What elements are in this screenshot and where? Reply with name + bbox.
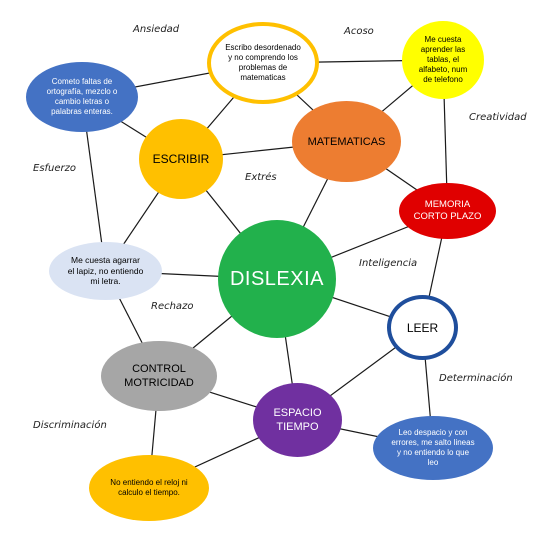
node-escribo-desordenado: Escribo desordenado y no comprendo los p… xyxy=(207,22,319,104)
keyword-determinacion: Determinación xyxy=(439,373,513,384)
node-faltas-ortografia-label: Cometo faltas de ortografía, mezclo o ca… xyxy=(46,77,118,116)
node-memoria-label: MEMORIA CORTO PLAZO xyxy=(413,199,482,222)
node-escribo-desordenado-label: Escribo desordenado y no comprendo los p… xyxy=(225,43,301,82)
node-leer-label: LEER xyxy=(406,320,439,335)
node-memoria-corto-plazo: MEMORIA CORTO PLAZO xyxy=(399,183,496,239)
node-escribir-label: ESCRIBIR xyxy=(152,152,210,166)
node-reloj: No entiendo el reloj ni calculo el tiemp… xyxy=(89,455,209,521)
node-escribir: ESCRIBIR xyxy=(139,119,223,199)
keyword-esfuerzo: Esfuerzo xyxy=(33,163,77,174)
node-reloj-label: No entiendo el reloj ni calculo el tiemp… xyxy=(110,478,188,497)
node-agarrar-lapiz: Me cuesta agarrar el lapiz, no entiendo … xyxy=(49,242,162,300)
node-agarrar-lapiz-label: Me cuesta agarrar el lapiz, no entiendo … xyxy=(67,255,144,287)
keyword-rechazo: Rechazo xyxy=(151,301,194,312)
node-control-motricidad: CONTROL MOTRICIDAD xyxy=(101,341,217,411)
keyword-ansiedad: Ansiedad xyxy=(133,24,180,35)
node-control-motricidad-label: CONTROL MOTRICIDAD xyxy=(124,363,194,389)
keyword-creatividad: Creatividad xyxy=(469,112,527,123)
node-espacio-tiempo: ESPACIO TIEMPO xyxy=(253,383,342,457)
node-dislexia-label: DISLEXIA xyxy=(229,267,325,290)
node-matematicas: MATEMATICAS xyxy=(292,101,401,182)
keyword-extres: Extrés xyxy=(245,172,277,183)
node-espacio-tiempo-label: ESPACIO TIEMPO xyxy=(273,407,322,433)
node-aprender-tablas: Me cuesta aprender las tablas, el alfabe… xyxy=(402,21,484,99)
node-leo-despacio-label: Leo despacio y con errores, me salto lin… xyxy=(391,428,475,467)
node-aprender-tablas-label: Me cuesta aprender las tablas, el alfabe… xyxy=(418,35,468,84)
node-leo-despacio: Leo despacio y con errores, me salto lin… xyxy=(373,416,493,480)
keyword-acoso: Acoso xyxy=(344,26,374,37)
keyword-inteligencia: Inteligencia xyxy=(359,258,418,269)
node-faltas-ortografia: Cometo faltas de ortografía, mezclo o ca… xyxy=(26,62,138,132)
keyword-discriminacion: Discriminación xyxy=(33,420,107,431)
node-dislexia-center: DISLEXIA xyxy=(218,220,336,338)
node-matematicas-label: MATEMATICAS xyxy=(307,135,386,148)
node-leer: LEER xyxy=(387,295,458,360)
